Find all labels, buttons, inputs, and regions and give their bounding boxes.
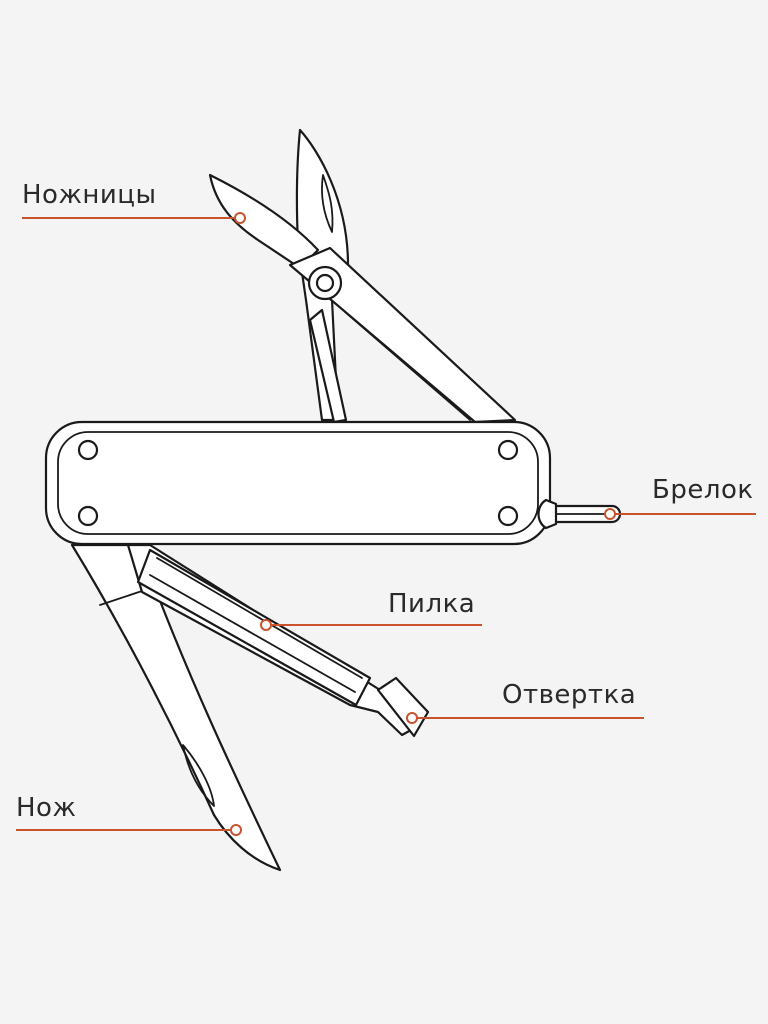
- rivet: [77, 439, 99, 461]
- callout-screwdriver: Отвертка: [406, 680, 644, 724]
- label-file: Пилка: [388, 589, 475, 619]
- callout-scissors: Ножницы: [22, 180, 246, 224]
- callout-dot-keyring: [604, 508, 616, 520]
- label-screwdriver: Отвертка: [502, 680, 636, 710]
- callout-dot-knife: [230, 824, 242, 836]
- rivet: [497, 505, 519, 527]
- label-keyring: Брелок: [652, 475, 754, 505]
- keyring-tool: [537, 498, 622, 530]
- label-scissors: Ножницы: [22, 180, 157, 210]
- rivet: [77, 505, 99, 527]
- callout-dot-scissors: [234, 212, 246, 224]
- callout-dot-file: [260, 619, 272, 631]
- label-knife: Нож: [16, 793, 76, 823]
- scissors-tool: [208, 128, 517, 424]
- callout-dot-screwdriver: [406, 712, 418, 724]
- rivet: [497, 439, 519, 461]
- callout-knife: Нож: [16, 793, 242, 836]
- callout-keyring: Брелок: [604, 475, 756, 520]
- callout-file: Пилка: [260, 589, 482, 631]
- knife-tool: [70, 543, 282, 872]
- knife-handle: [44, 420, 552, 546]
